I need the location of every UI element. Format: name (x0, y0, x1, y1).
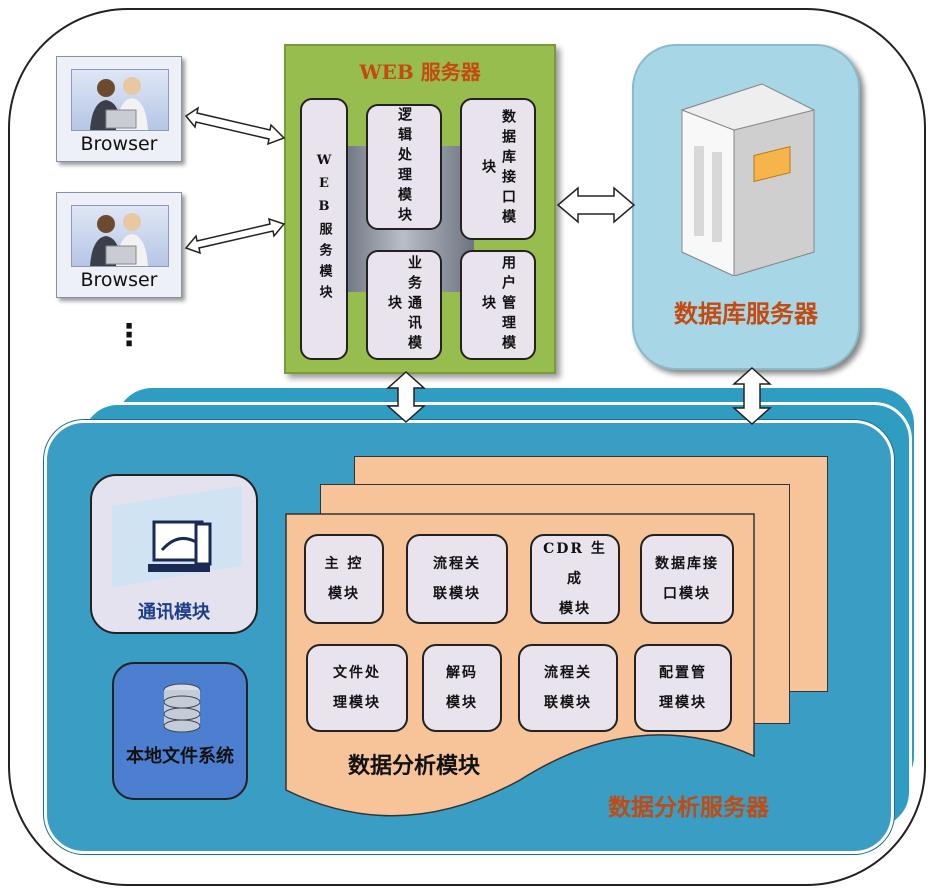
user-management-module: 用户管理模块 (460, 250, 536, 360)
db-interface-module: 数据库接口模块 (460, 98, 536, 240)
double-arrow-browser2-web (184, 217, 286, 255)
database-server-label: 数据库服务器 (674, 300, 818, 328)
local-file-system-box (112, 662, 248, 800)
main-control-module: 主 控模块 (304, 534, 384, 624)
browser-client-1: Browser (56, 56, 182, 162)
cdr-generation-module: CDR 生成模块 (530, 534, 620, 624)
people-at-computer-icon (71, 69, 169, 131)
process-correlation-module-1: 流程关联模块 (406, 534, 508, 624)
logic-processing-module: 逻辑处理模块 (366, 104, 442, 230)
browser-label: Browser (80, 269, 158, 291)
config-management-module: 配置管理模块 (634, 644, 732, 732)
comm-module-label: 通讯模块 (138, 602, 210, 623)
process-correlation-module-2: 流程关联模块 (518, 644, 618, 732)
web-server-title: WEB 服务器 (359, 60, 481, 84)
double-arrow-web-analysis (386, 370, 426, 424)
browser-client-2: Browser (56, 192, 182, 298)
data-analysis-module-label: 数据分析模块 (348, 754, 481, 779)
double-arrow-db-analysis (732, 366, 772, 426)
double-arrow-browser1-web (184, 106, 286, 146)
people-at-computer-icon (71, 205, 169, 267)
file-processing-module: 文件处理模块 (306, 644, 408, 732)
server-tower-icon (672, 80, 820, 277)
business-comm-module: 业务通讯模块 (366, 250, 442, 360)
comm-module-box (90, 474, 258, 634)
decoding-module: 解码模块 (422, 644, 502, 732)
browser-label: Browser (80, 133, 158, 155)
network-computer-icon (112, 486, 242, 588)
analysis-server-label: 数据分析服务器 (608, 795, 769, 821)
analysis-db-interface-module: 数据库接口模块 (640, 534, 734, 624)
web-service-module: WEB服务模块 (300, 98, 348, 360)
double-arrow-web-db (556, 186, 636, 224)
local-file-system-label: 本地文件系统 (126, 746, 234, 767)
database-stack-icon (163, 683, 201, 733)
